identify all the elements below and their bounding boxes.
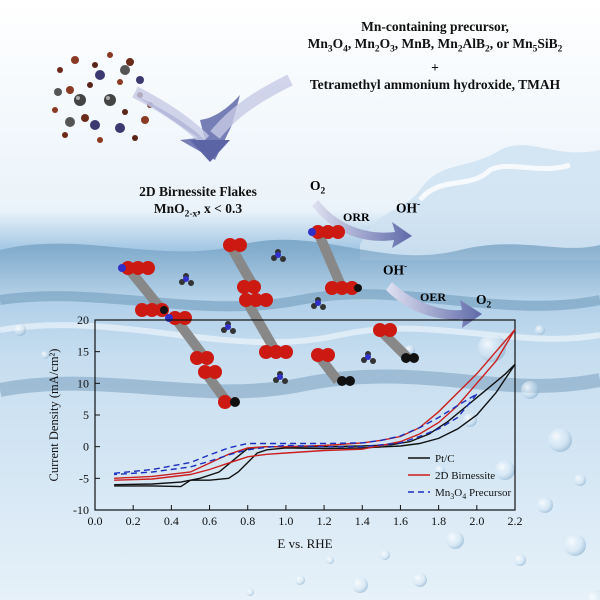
y-tick-label: 0	[83, 440, 89, 454]
oer-label: OER	[420, 290, 447, 304]
legend-label: Mn3O4 Precursor	[435, 487, 511, 501]
y-axis-label: Current Density (mA/cm²)	[47, 349, 61, 482]
x-tick-label: 1.6	[393, 514, 408, 528]
precursor-list: Mn3O4, Mn2O3, MnB, Mn2AlB2, or Mn5SiB2	[307, 36, 563, 55]
x-tick-label: 0.4	[164, 514, 179, 528]
birnessite-flakes	[118, 225, 419, 409]
series-line-0-sweep-1	[114, 363, 516, 488]
x-tick-label: 0.2	[126, 514, 141, 528]
y-tick-label: -5	[79, 471, 89, 485]
y-tick-label: -10	[73, 503, 89, 517]
x-axis-label: E vs. RHE	[277, 536, 332, 551]
legend-label: Pt/C	[435, 453, 455, 465]
orr-reactant: O2	[310, 178, 326, 197]
water-surface	[0, 239, 600, 300]
series-line-2-sweep-1	[114, 393, 478, 476]
x-tick-label: 0.6	[202, 514, 217, 528]
precursor-title: Mn-containing precursor,	[361, 19, 509, 34]
x-tick-label: 2.2	[508, 514, 523, 528]
orr-arrow	[312, 200, 412, 248]
series-line-2-sweep-0	[114, 393, 478, 474]
series-line-1-sweep-0	[114, 329, 516, 479]
x-tick-label: 0.0	[88, 514, 103, 528]
oer-product: O2	[476, 292, 492, 311]
x-tick-label: 1.4	[355, 514, 370, 528]
x-tick-label: 2.0	[469, 514, 484, 528]
x-tick-label: 0.8	[240, 514, 255, 528]
oer-arrow	[386, 282, 482, 328]
series-curves	[114, 329, 516, 488]
product-description: 2D Birnessite Flakes MnO2-x, x < 0.3	[118, 183, 278, 224]
plus-sign: +	[431, 59, 439, 75]
y-tick-label: 15	[77, 345, 89, 359]
x-tick-label: 1.2	[317, 514, 332, 528]
product-title: 2D Birnessite Flakes	[139, 184, 257, 199]
precursor-description: Mn-containing precursor, Mn3O4, Mn2O3, M…	[290, 18, 580, 93]
x-tick-label: 1.0	[278, 514, 293, 528]
y-tick-label: 5	[83, 408, 89, 422]
oer-reactant: OH-	[383, 262, 408, 278]
product-formula: MnO2-x, x < 0.3	[153, 201, 243, 220]
y-tick-label: 20	[77, 313, 89, 327]
reagent-label: Tetramethyl ammonium hydroxide, TMAH	[309, 76, 561, 92]
x-tick-label: 1.8	[431, 514, 446, 528]
axis-ticks: 0.0 0.2 0.4 0.6 0.8 1.0 1.2 1.4 1.6 1.8 2.0 2.2 -10 -…	[73, 313, 523, 528]
legend-label: 2D Birnessite	[435, 470, 495, 482]
bubbles	[14, 324, 600, 600]
series-line-1-sweep-1	[114, 329, 516, 481]
orr-label: ORR	[343, 210, 370, 224]
orr-product: OH-	[396, 200, 421, 216]
series-line-0-sweep-0	[114, 363, 516, 486]
y-tick-label: 10	[77, 376, 89, 390]
water-splash	[360, 145, 600, 260]
